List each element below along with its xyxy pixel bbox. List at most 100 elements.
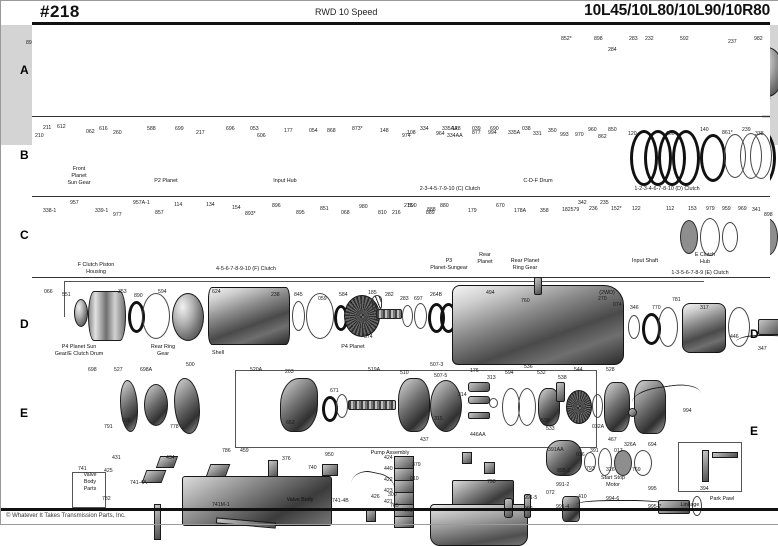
callout-994: 994: [488, 130, 497, 136]
part-238: [292, 301, 305, 331]
part-898c: [722, 222, 738, 252]
model-list: 10L45/10L80/10L90/10R80: [584, 2, 770, 19]
callout-995-2: 995-2: [557, 468, 571, 474]
part-740-valve-body: [182, 476, 332, 526]
callout-590: 590: [408, 203, 417, 209]
caption-valve-body-parts: Valve Body Parts: [83, 472, 97, 492]
callout-890: 890: [134, 293, 143, 299]
left-margin-band: [0, 25, 32, 145]
part-510: [430, 380, 462, 432]
callout-527: 527: [114, 367, 123, 373]
callout-670: 670: [496, 203, 505, 209]
callout-857: 857: [155, 210, 164, 216]
caption-input-hub: Input Hub: [273, 178, 297, 184]
callout-778: 778: [170, 424, 179, 430]
callout-038: 038: [522, 126, 531, 132]
callout-995-7: 995: [648, 486, 657, 492]
caption-rear-ring-gear: Rear Ring Gear: [150, 344, 176, 357]
part-494-sensor: [534, 277, 542, 295]
callout-612: 612: [57, 124, 66, 130]
callout-059: 059: [318, 296, 327, 302]
row-c-right2: [32, 198, 770, 276]
callout-179: 179: [468, 208, 477, 214]
callout-376: 376: [282, 456, 291, 462]
callout-588: 588: [147, 126, 156, 132]
caption-f-clutch: 4-5-6-7-8-9-10 (F) Clutch: [216, 266, 276, 272]
callout-032A: 032A: [592, 424, 605, 430]
part-760-case: [452, 285, 624, 365]
callout-283: 283: [629, 36, 638, 42]
part-282: [414, 303, 427, 329]
part-991-4: [524, 494, 531, 518]
callout-851: 851: [320, 206, 329, 212]
sep-b-c: [32, 196, 770, 197]
part-536: [556, 382, 565, 402]
caption-p3-planet-sungear: P3 Planet-Sungear: [430, 258, 468, 271]
callout-178A: 178A: [514, 208, 527, 214]
part-017: [584, 452, 596, 472]
callout-507-3: 507-3: [430, 362, 444, 368]
row-e-label-left: E: [20, 406, 29, 420]
part-314: [489, 398, 498, 408]
callout-991-2: 991-2: [556, 482, 570, 488]
caption-2wd: (2WD): [599, 290, 615, 296]
part-376: [322, 464, 338, 476]
callout-536: 536: [524, 364, 533, 370]
callout-741M-1: 741M-1: [212, 502, 230, 508]
callout-690: 690: [490, 126, 499, 132]
callout-062: 062: [86, 129, 95, 135]
part-066: [74, 299, 88, 327]
callout-977: 977: [113, 212, 122, 218]
part-374: [402, 305, 413, 327]
part-532: [566, 390, 592, 424]
row-d-bracket-left: [64, 281, 65, 317]
callout-979: 979: [706, 206, 715, 212]
part-694: [634, 450, 652, 476]
callout-897: 897: [26, 40, 35, 46]
part-421: [394, 516, 414, 528]
callout-353: 353: [118, 289, 127, 295]
callout-182579: 182579: [562, 207, 580, 213]
callout-238: 238: [271, 292, 280, 298]
callout-017: 017: [614, 448, 623, 454]
catalog-number: #218: [40, 2, 80, 21]
callout-551: 551: [62, 292, 71, 298]
callout-592: 592: [680, 36, 689, 42]
callout-446: 446: [730, 334, 739, 340]
copyright-text: © Whatever It Takes Transmission Parts, …: [6, 513, 126, 519]
callout-425: 425: [104, 468, 113, 474]
part-032A: [628, 408, 637, 417]
callout-338-1: 338-1: [43, 208, 57, 214]
callout-120: 120: [628, 131, 637, 137]
part-315: [468, 412, 490, 419]
callout-235: 235: [600, 200, 609, 206]
callout-698A: 698A: [140, 367, 153, 373]
callout-342: 342: [578, 200, 587, 206]
callout-861: 861*: [722, 130, 733, 136]
callout-122: 122: [632, 206, 641, 212]
callout-236: 236: [589, 206, 598, 212]
callout-538b: 538: [541, 418, 550, 424]
callout-950: 950: [325, 452, 334, 458]
callout-423: 423: [384, 488, 393, 494]
callout-317: 317: [700, 305, 709, 311]
caption-input-shaft: Input Shaft: [631, 258, 659, 264]
part-016: [484, 462, 495, 474]
callout-957: 957: [70, 200, 79, 206]
caption-pump-assembly: Pump Assembly: [370, 450, 410, 456]
callout-335A: 335A: [508, 130, 521, 136]
caption-linkage: Linkage: [680, 502, 700, 508]
part-995-rod: [712, 452, 738, 458]
part-995-park-pawl: [702, 450, 709, 482]
part-969: [680, 220, 698, 254]
callout-696e: 696: [122, 418, 131, 424]
part-845: [306, 293, 334, 339]
row-e-label-right: E: [750, 424, 759, 438]
callout-341: 341: [752, 207, 761, 213]
callout-786: 786: [222, 448, 231, 454]
callout-994: 994-6: [606, 496, 620, 502]
callout-880: 880: [440, 203, 449, 209]
caption-e-clutch: 1-3-5-6-7-8-9 (E) Clutch: [671, 270, 729, 276]
callout-877: 877: [472, 130, 481, 136]
callout-237: 237: [728, 39, 737, 45]
